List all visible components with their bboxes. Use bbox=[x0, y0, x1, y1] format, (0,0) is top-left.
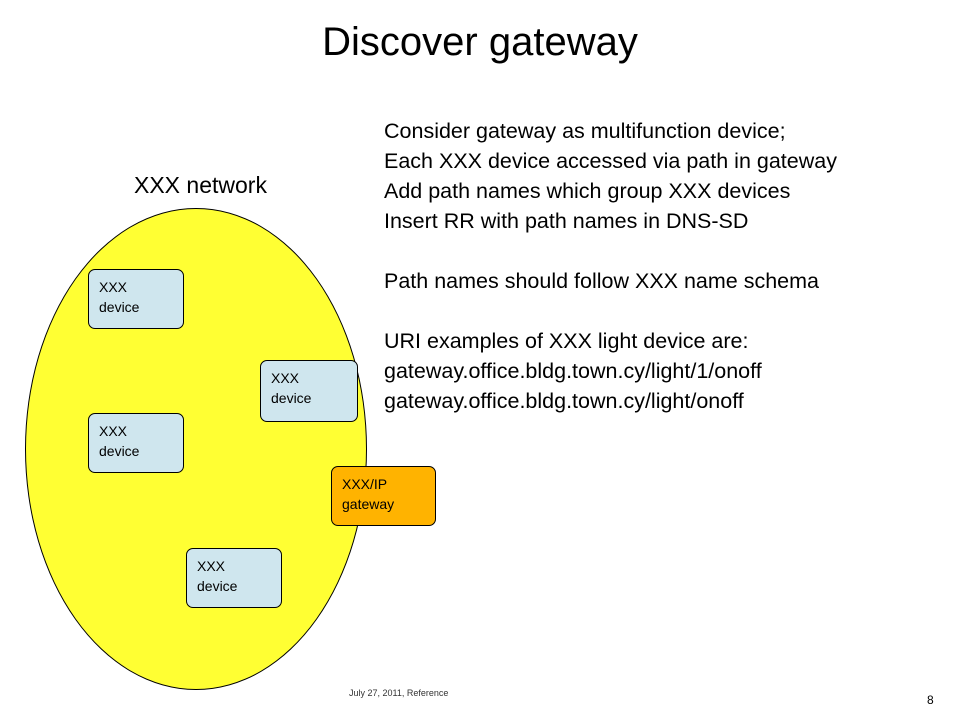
xxx-device-box: XXX device bbox=[260, 360, 358, 422]
device-label-line1: XXX bbox=[99, 279, 128, 295]
device-label-line2: device bbox=[99, 299, 140, 315]
bullet-line bbox=[384, 296, 837, 326]
gateway-label-line1: XXX/IP bbox=[342, 476, 388, 492]
device-label-line2: device bbox=[271, 390, 312, 406]
device-label-line1: XXX bbox=[271, 370, 300, 386]
footer-date: July 27, 2011, Reference bbox=[349, 688, 449, 698]
bullet-line: Each XXX device accessed via path in gat… bbox=[384, 149, 837, 173]
bullet-line: Add path names which group XXX devices bbox=[384, 179, 791, 203]
device-label-line2: device bbox=[99, 443, 140, 459]
xxx-ip-gateway-box: XXX/IP gateway bbox=[331, 466, 436, 526]
xxx-device-box: XXX device bbox=[88, 413, 184, 473]
xxx-network-ellipse bbox=[25, 208, 367, 690]
device-label-line2: device bbox=[197, 578, 238, 594]
page-number: 8 bbox=[927, 693, 934, 707]
xxx-device-box: XXX device bbox=[88, 269, 184, 329]
bullet-line: Insert RR with path names in DNS-SD bbox=[384, 209, 749, 233]
bullet-line: gateway.office.bldg.town.cy/light/1/onof… bbox=[384, 359, 762, 383]
bullet-line bbox=[384, 236, 837, 266]
device-label-line1: XXX bbox=[99, 423, 128, 439]
xxx-device-box: XXX device bbox=[186, 548, 282, 608]
bullet-list: Consider gateway as multifunction device… bbox=[384, 116, 837, 416]
slide-title: Discover gateway bbox=[322, 20, 638, 64]
device-label-line1: XXX bbox=[197, 558, 226, 574]
bullet-line: gateway.office.bldg.town.cy/light/onoff bbox=[384, 389, 744, 413]
gateway-label-line2: gateway bbox=[342, 496, 395, 512]
bullet-line: URI examples of XXX light device are: bbox=[384, 329, 749, 353]
network-label: XXX network bbox=[134, 172, 267, 198]
bullet-line: Consider gateway as multifunction device… bbox=[384, 119, 786, 143]
bullet-line: Path names should follow XXX name schema bbox=[384, 269, 820, 293]
